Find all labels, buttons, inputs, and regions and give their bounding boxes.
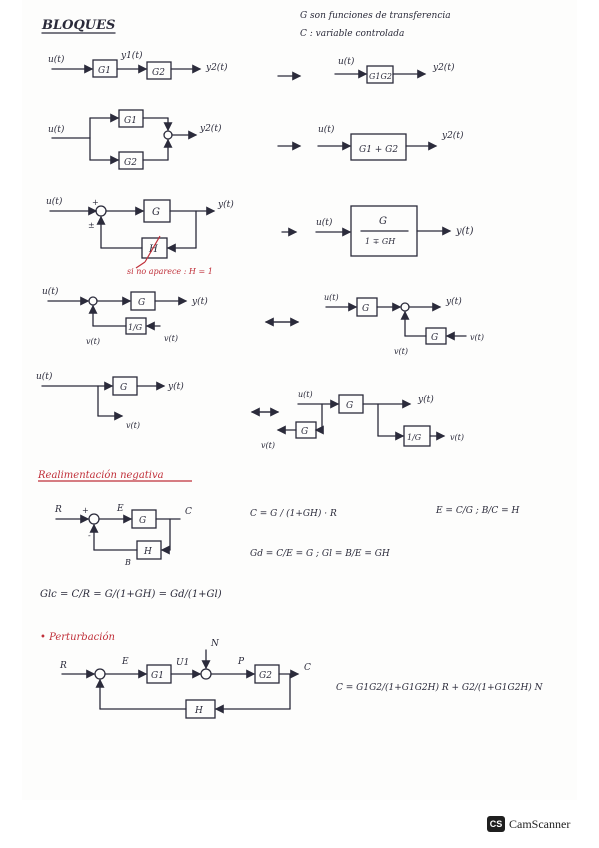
- svg-text:1/G: 1/G: [128, 323, 143, 332]
- neg-feedback-heading: Realimentación negativa: [37, 470, 164, 481]
- series-mid-signal: y1(t): [120, 50, 143, 61]
- svg-text:G: G: [120, 383, 127, 393]
- svg-text:y(t): y(t): [217, 199, 234, 210]
- svg-text:v(t): v(t): [470, 333, 484, 342]
- svg-text:G: G: [346, 401, 353, 411]
- svg-text:u(t): u(t): [36, 371, 53, 382]
- svg-text:±: ±: [88, 221, 95, 230]
- svg-text:G: G: [379, 216, 387, 227]
- neg-feedback-eq3: Gd = C/E = G ; Gl = B/E = GH: [250, 549, 390, 559]
- svg-text:B: B: [124, 558, 131, 567]
- svg-text:v(t): v(t): [86, 337, 100, 346]
- neg-feedback-eq2: E = C/G ; B/C = H: [435, 506, 519, 516]
- svg-text:v(t): v(t): [126, 421, 140, 430]
- disturbance-heading: • Perturbación: [40, 632, 115, 643]
- feedback-note: si no aparece : H = 1: [127, 267, 213, 276]
- svg-text:u(t): u(t): [316, 217, 333, 228]
- series-output: y2(t): [205, 62, 228, 73]
- svg-text:v(t): v(t): [164, 334, 178, 343]
- svg-text:G1: G1: [151, 671, 164, 681]
- svg-text:u(t): u(t): [338, 56, 355, 67]
- svg-text:H: H: [143, 547, 152, 557]
- svg-text:1/G: 1/G: [407, 433, 422, 442]
- note-controlled: C : variable controlada: [300, 29, 404, 39]
- svg-text:v(t): v(t): [394, 347, 408, 356]
- page-title: BLOQUES: [41, 18, 115, 33]
- svg-text:C: C: [304, 663, 311, 673]
- series-input: u(t): [48, 54, 65, 65]
- svg-text:N: N: [210, 639, 220, 649]
- svg-text:G1G2: G1G2: [369, 72, 392, 81]
- svg-text:y(t): y(t): [167, 381, 184, 392]
- svg-text:G1: G1: [98, 66, 111, 76]
- svg-text:-: -: [88, 531, 91, 540]
- svg-text:G: G: [152, 207, 160, 218]
- svg-text:y(t): y(t): [445, 296, 462, 307]
- svg-text:+: +: [82, 506, 89, 515]
- svg-text:E: E: [116, 504, 124, 514]
- svg-text:E: E: [121, 657, 129, 667]
- svg-text:H: H: [148, 244, 158, 255]
- parallel-sum-node: [163, 130, 173, 140]
- svg-text:G1 + G2: G1 + G2: [359, 145, 398, 155]
- neg-feedback-eq1: C = G / (1+GH) · R: [250, 508, 337, 519]
- svg-text:G1: G1: [124, 116, 137, 126]
- svg-text:P: P: [237, 657, 245, 667]
- svg-text:C: C: [185, 507, 192, 517]
- svg-text:R: R: [59, 661, 67, 671]
- svg-text:G: G: [138, 298, 145, 308]
- disturbance-sum-node-1: [94, 668, 106, 680]
- camscanner-watermark: CS CamScanner: [487, 816, 570, 832]
- svg-text:y(t): y(t): [455, 226, 474, 237]
- scanned-page: [22, 0, 577, 800]
- svg-text:u(t): u(t): [298, 390, 313, 399]
- note-transfer: G son funciones de transferencia: [300, 11, 451, 21]
- parallel-equiv-block: [350, 133, 407, 161]
- svg-text:u(t): u(t): [324, 293, 339, 302]
- camscanner-logo-icon: CS: [487, 816, 505, 832]
- neg-feedback-eq4: Glc = C/R = G/(1+GH) = Gd/(1+Gl): [40, 589, 222, 600]
- summing-left-node: [88, 296, 98, 306]
- svg-text:y2(t): y2(t): [441, 130, 464, 141]
- summing-right-node: [400, 302, 410, 312]
- neg-feedback-sum-node: [88, 513, 100, 525]
- svg-text:y(t): y(t): [417, 394, 434, 405]
- feedback-sum-node: [95, 205, 107, 217]
- svg-text:u(t): u(t): [42, 286, 59, 297]
- svg-text:1 ∓ GH: 1 ∓ GH: [365, 237, 396, 246]
- svg-text:G2: G2: [152, 68, 165, 78]
- svg-text:R: R: [54, 505, 62, 515]
- camscanner-text: CamScanner: [509, 816, 571, 831]
- svg-text:u(t): u(t): [318, 124, 335, 135]
- svg-text:u(t): u(t): [46, 196, 63, 207]
- svg-text:y2(t): y2(t): [199, 123, 222, 134]
- svg-text:u(t): u(t): [48, 124, 65, 135]
- svg-text:U1: U1: [176, 658, 189, 668]
- svg-text:v(t): v(t): [450, 433, 464, 442]
- disturbance-eq: C = G1G2/(1+G1G2H) R + G2/(1+G1G2H) N: [336, 682, 544, 693]
- svg-text:G: G: [431, 333, 438, 343]
- svg-text:G: G: [139, 516, 146, 526]
- disturbance-sum-node-2: [200, 668, 212, 680]
- svg-text:H: H: [194, 706, 203, 716]
- svg-text:G: G: [362, 304, 369, 314]
- svg-text:y(t): y(t): [191, 296, 208, 307]
- svg-text:y2(t): y2(t): [432, 62, 455, 73]
- svg-text:G: G: [301, 427, 308, 437]
- series-g2-block: [146, 61, 172, 80]
- svg-text:v(t): v(t): [261, 441, 275, 450]
- svg-text:G2: G2: [259, 671, 272, 681]
- svg-text:G2: G2: [124, 158, 137, 168]
- svg-text:+: +: [92, 198, 99, 207]
